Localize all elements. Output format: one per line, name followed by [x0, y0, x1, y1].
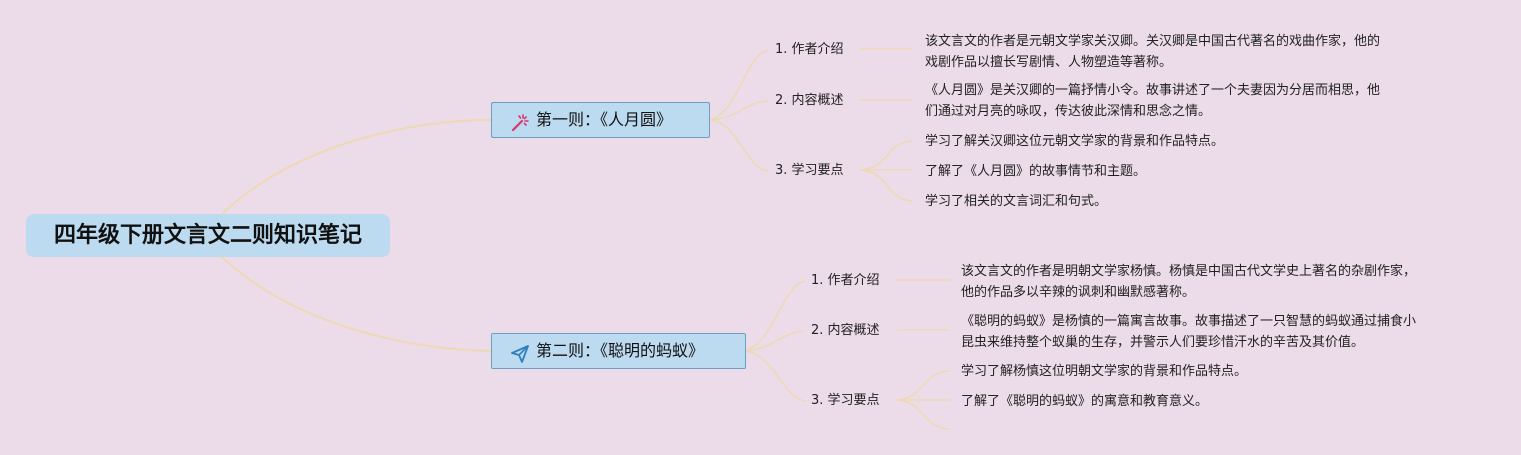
b2-sub2-connector [745, 330, 806, 352]
subtopic-author-1[interactable]: 1. 作者介绍 [775, 42, 844, 57]
b1-sub3-connector [709, 119, 769, 172]
leaf-keypoint-2-2[interactable]: 了解了《聪明的蚂蚁》的寓意和教育意义。 [961, 394, 1209, 409]
leaf-line: 昆虫来维持整个蚁巢的生存，并警示人们要珍惜汗水的辛苦及其价值。 [961, 335, 1365, 350]
b1-sub2-connector [709, 100, 769, 121]
subtopic-keypoints-2[interactable]: 3. 学习要点 [811, 393, 880, 408]
branch-topic-1[interactable]: 第一则：《人月圆》 [491, 102, 710, 138]
leaf-summary-1[interactable]: 《人月圆》是关汉卿的一篇抒情小令。故事讲述了一个夫妻因为分居而相思，他 们通过对… [925, 80, 1380, 122]
leaf-keypoint-2-1[interactable]: 学习了解杨慎这位明朝文学家的背景和作品特点。 [961, 364, 1248, 379]
root-topic[interactable]: 四年级下册文言文二则知识笔记 [26, 214, 390, 257]
magic-wand-icon [510, 111, 530, 132]
subtopic-summary-1[interactable]: 2. 内容概述 [775, 93, 844, 108]
leaf-keypoint-1-1[interactable]: 学习了解关汉卿这位元朝文学家的背景和作品特点。 [925, 134, 1225, 149]
leaf-line: 《人月圆》是关汉卿的一篇抒情小令。故事讲述了一个夫妻因为分居而相思，他 [925, 83, 1381, 98]
leaf-line: 们通过对月亮的咏叹，传达彼此深情和思念之情。 [925, 104, 1212, 119]
leaf-line: 该文言文的作者是明朝文学家杨慎。杨慎是中国古代文学史上著名的杂剧作家， [961, 264, 1417, 279]
subtopic-summary-2[interactable]: 2. 内容概述 [811, 323, 880, 338]
b2-sub1-connector [745, 280, 806, 352]
leaf-line: 他的作品多以辛辣的讽刺和幽默感著称。 [961, 285, 1196, 300]
root-branch-1-connector [221, 119, 492, 215]
b1-sub1-connector [709, 49, 769, 121]
b1-sub3-leaf1-connector [859, 140, 914, 171]
b2-sub3-leaf1-connector [896, 370, 951, 401]
leaf-author-2[interactable]: 该文言文的作者是明朝文学家杨慎。杨慎是中国古代文学史上著名的杂剧作家， 他的作品… [961, 261, 1416, 303]
b2-sub3-leaf3-connector [896, 399, 951, 430]
leaf-line: 戏剧作品以擅长写剧情、人物塑造等著称。 [925, 55, 1173, 70]
branch-topic-2[interactable]: 第二则：《聪明的蚂蚁》 [491, 333, 746, 369]
subtopic-author-2[interactable]: 1. 作者介绍 [811, 273, 880, 288]
root-branch-2-connector [221, 256, 492, 352]
paper-plane-icon [510, 342, 530, 363]
leaf-keypoint-1-3[interactable]: 学习了相关的文言词汇和句式。 [925, 194, 1108, 209]
leaf-author-1[interactable]: 该文言文的作者是元朝文学家关汉卿。关汉卿是中国古代著名的戏曲作家，他的 戏剧作品… [925, 31, 1380, 73]
leaf-line: 《聪明的蚂蚁》是杨慎的一篇寓言故事。故事描述了一只智慧的蚂蚁通过捕食小 [961, 314, 1417, 329]
b2-sub3-connector [745, 350, 806, 402]
b1-sub3-leaf3-connector [859, 169, 914, 202]
leaf-keypoint-1-2[interactable]: 了解了《人月圆》的故事情节和主题。 [925, 164, 1147, 179]
subtopic-keypoints-1[interactable]: 3. 学习要点 [775, 163, 844, 178]
leaf-summary-2[interactable]: 《聪明的蚂蚁》是杨慎的一篇寓言故事。故事描述了一只智慧的蚂蚁通过捕食小 昆虫来维… [961, 311, 1416, 353]
branch-topic-2-label: 第二则：《聪明的蚂蚁》 [536, 341, 705, 360]
branch-topic-1-label: 第一则：《人月圆》 [536, 110, 673, 129]
leaf-line: 该文言文的作者是元朝文学家关汉卿。关汉卿是中国古代著名的戏曲作家，他的 [925, 34, 1381, 49]
